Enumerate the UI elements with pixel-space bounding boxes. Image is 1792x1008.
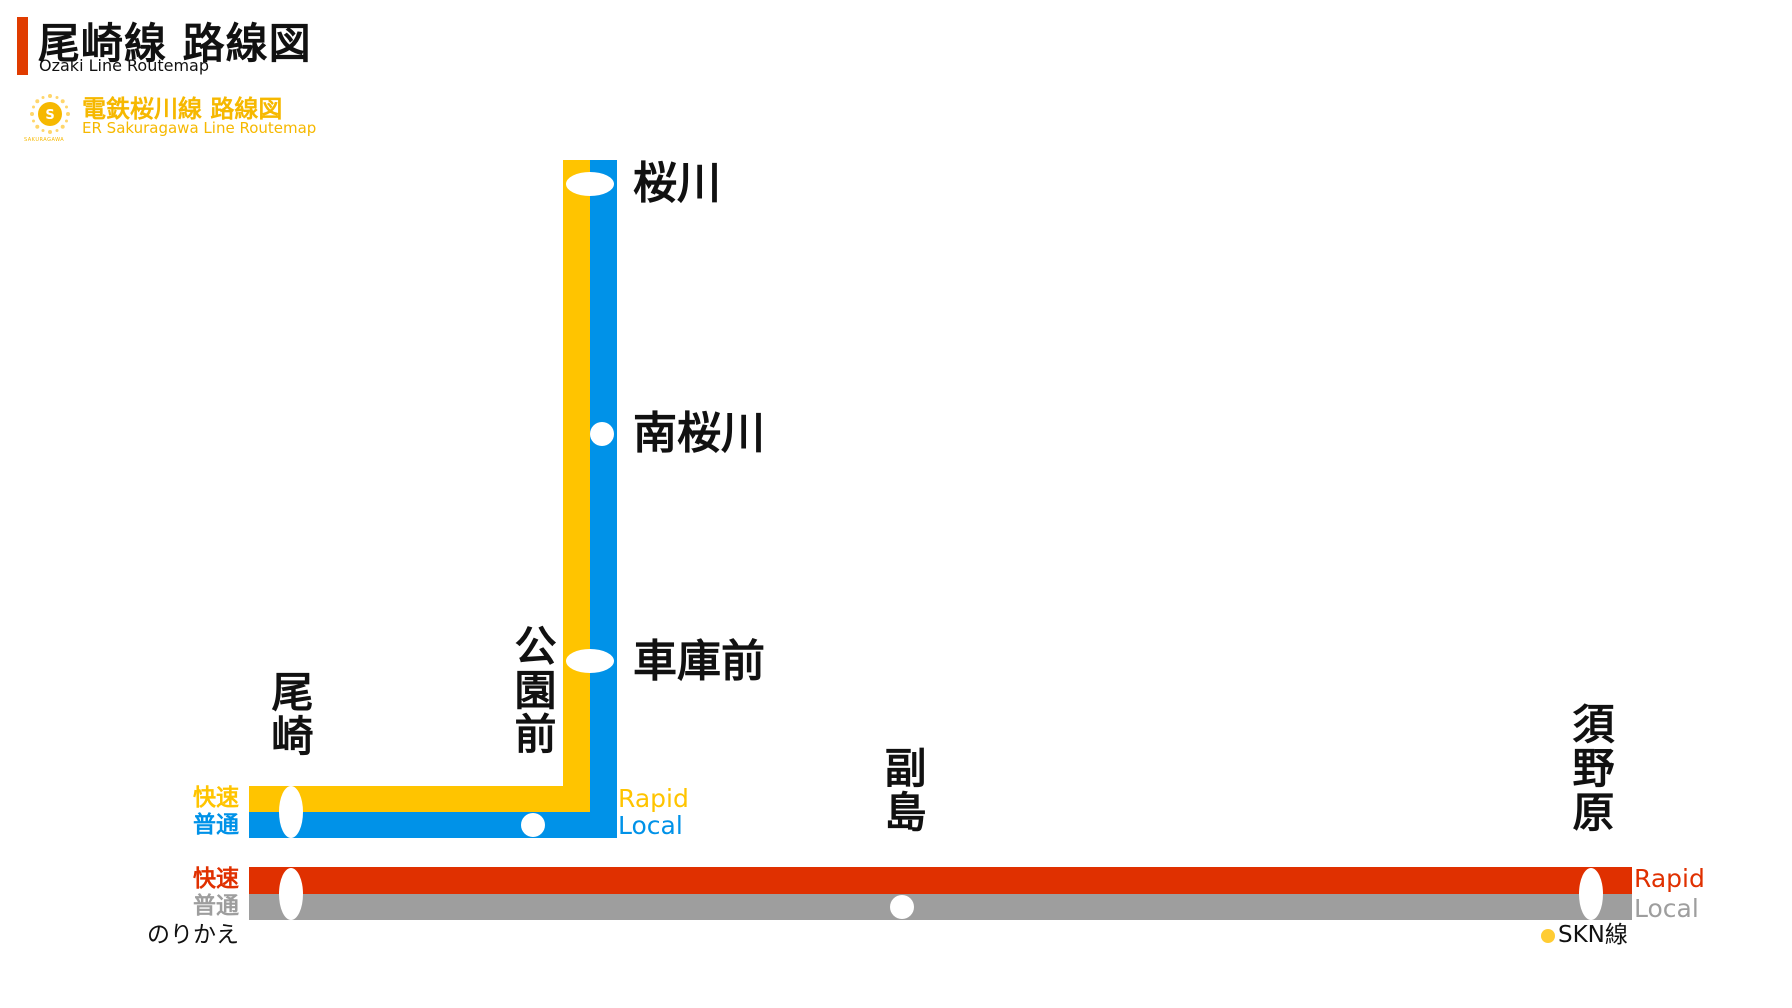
station-marker-koenmae xyxy=(521,813,545,837)
ozaki-local-line xyxy=(249,894,1632,920)
station-marker-sunohara xyxy=(1579,868,1603,920)
transfer-note: のりかえ xyxy=(147,922,239,948)
legend-rapid-ja-ozaki: 快速 xyxy=(193,866,239,892)
brand-title: 電鉄桜川線 路線図 xyxy=(82,95,283,123)
legend-local-en-ozaki: Local xyxy=(1634,894,1699,923)
title-accent-bar xyxy=(17,17,28,75)
sakuragawa-rapid-vertical xyxy=(563,160,590,812)
sakuragawa-local-horizontal xyxy=(249,812,617,838)
legend-local-ja-ozaki: 普通 xyxy=(193,893,239,919)
station-name-soejima: 副島 xyxy=(878,746,927,834)
skn-line-dot-icon xyxy=(1541,929,1555,943)
station-marker-minami-sakuragawa xyxy=(590,422,614,446)
station-name-shakomae: 車庫前 xyxy=(633,636,765,687)
legend-local-ja-sakuragawa: 普通 xyxy=(193,812,239,838)
station-name-sakuragawa: 桜川 xyxy=(633,158,721,209)
brand-subtitle: ER Sakuragawa Line Routemap xyxy=(82,119,317,137)
station-name-koenmae: 公園前 xyxy=(508,624,557,756)
logo-caption: SAKURAGAWA xyxy=(24,137,65,143)
ozaki-rapid-line xyxy=(249,867,1632,894)
legend-rapid-en-ozaki: Rapid xyxy=(1634,864,1705,893)
page-subtitle: Ozaki Line Routemap xyxy=(39,56,210,75)
station-name-minami-sakuragawa: 南桜川 xyxy=(633,408,765,459)
legend-rapid-ja-sakuragawa: 快速 xyxy=(193,785,239,811)
station-name-sunohara: 須野原 xyxy=(1566,702,1615,834)
legend-rapid-en-sakuragawa: Rapid xyxy=(618,784,689,813)
sakuragawa-rapid-horizontal xyxy=(249,786,590,812)
station-marker-ozaki-sakuragawa xyxy=(279,786,303,838)
legend-local-en-sakuragawa: Local xyxy=(618,811,683,840)
page-title: 尾崎線 路線図 xyxy=(38,19,312,68)
sakuragawa-logo-icon: S xyxy=(30,94,70,134)
station-name-ozaki: 尾崎 xyxy=(265,670,314,758)
station-marker-soejima xyxy=(890,895,914,919)
station-marker-shakomae xyxy=(566,649,614,673)
logo-letter: S xyxy=(45,108,54,123)
station-marker-sakuragawa xyxy=(566,172,614,196)
sakuragawa-local-vertical xyxy=(590,160,617,838)
skn-line-note: SKN線 xyxy=(1558,922,1628,948)
station-marker-ozaki xyxy=(279,868,303,920)
